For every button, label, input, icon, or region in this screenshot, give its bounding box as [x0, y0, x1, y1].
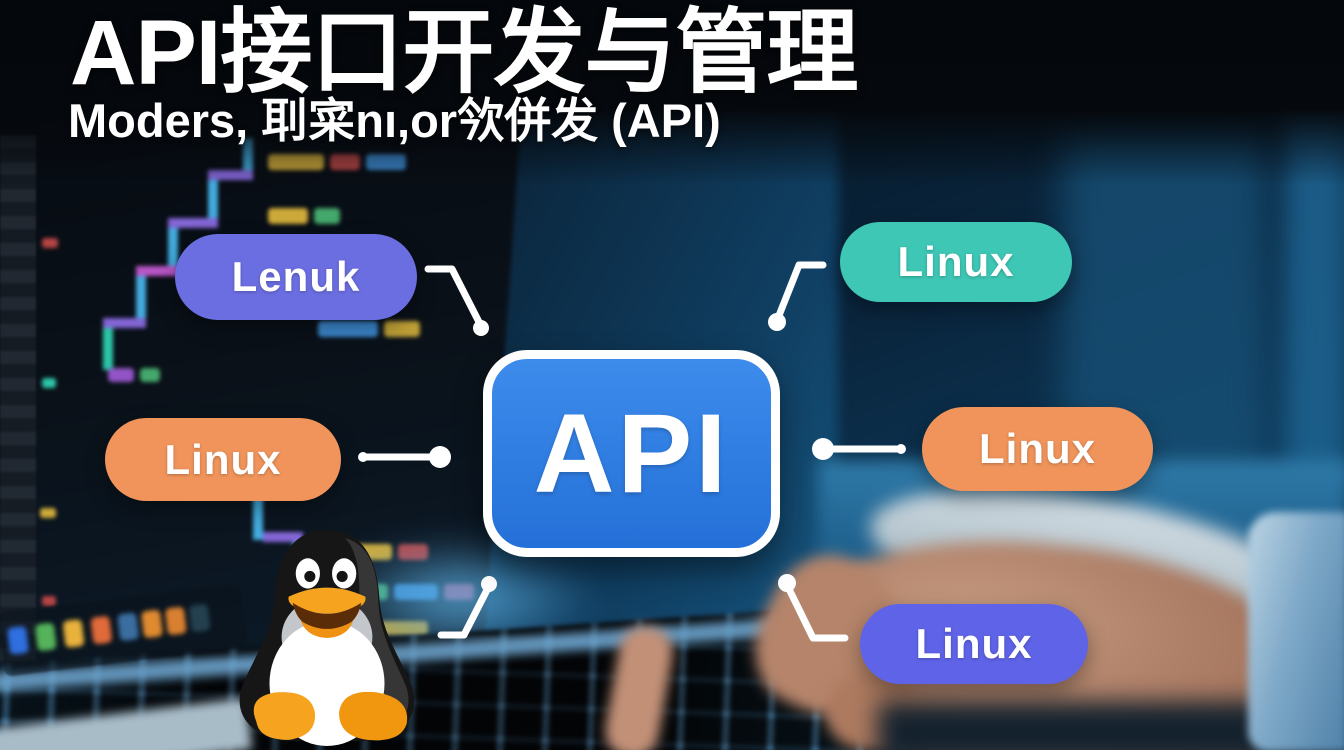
- api-badge: API: [483, 350, 780, 557]
- poster-subtitle: Moders, 刵寀nı,or欦併发 (API): [68, 94, 721, 147]
- pill-label: Linux: [915, 620, 1033, 667]
- background-editor-gutter: [0, 135, 36, 665]
- pill-mid-right: Linux: [922, 407, 1153, 491]
- pill-top-right: Linux: [840, 222, 1072, 302]
- background-shirt-cuff: [1248, 512, 1344, 750]
- poster-title: API接口开发与管理: [70, 2, 858, 104]
- pill-bottom: Linux: [860, 604, 1088, 684]
- pill-label: Linux: [164, 435, 282, 483]
- tux-penguin-icon: [239, 530, 415, 746]
- pill-label: Linux: [979, 425, 1096, 472]
- pill-label: Linux: [897, 238, 1015, 285]
- pill-label: Lenuk: [231, 253, 361, 300]
- api-badge-label: API: [533, 391, 730, 516]
- pill-top-left: Lenuk: [175, 234, 417, 320]
- background-title-shade: [0, 0, 1344, 185]
- pill-mid-left: Linux: [105, 418, 341, 501]
